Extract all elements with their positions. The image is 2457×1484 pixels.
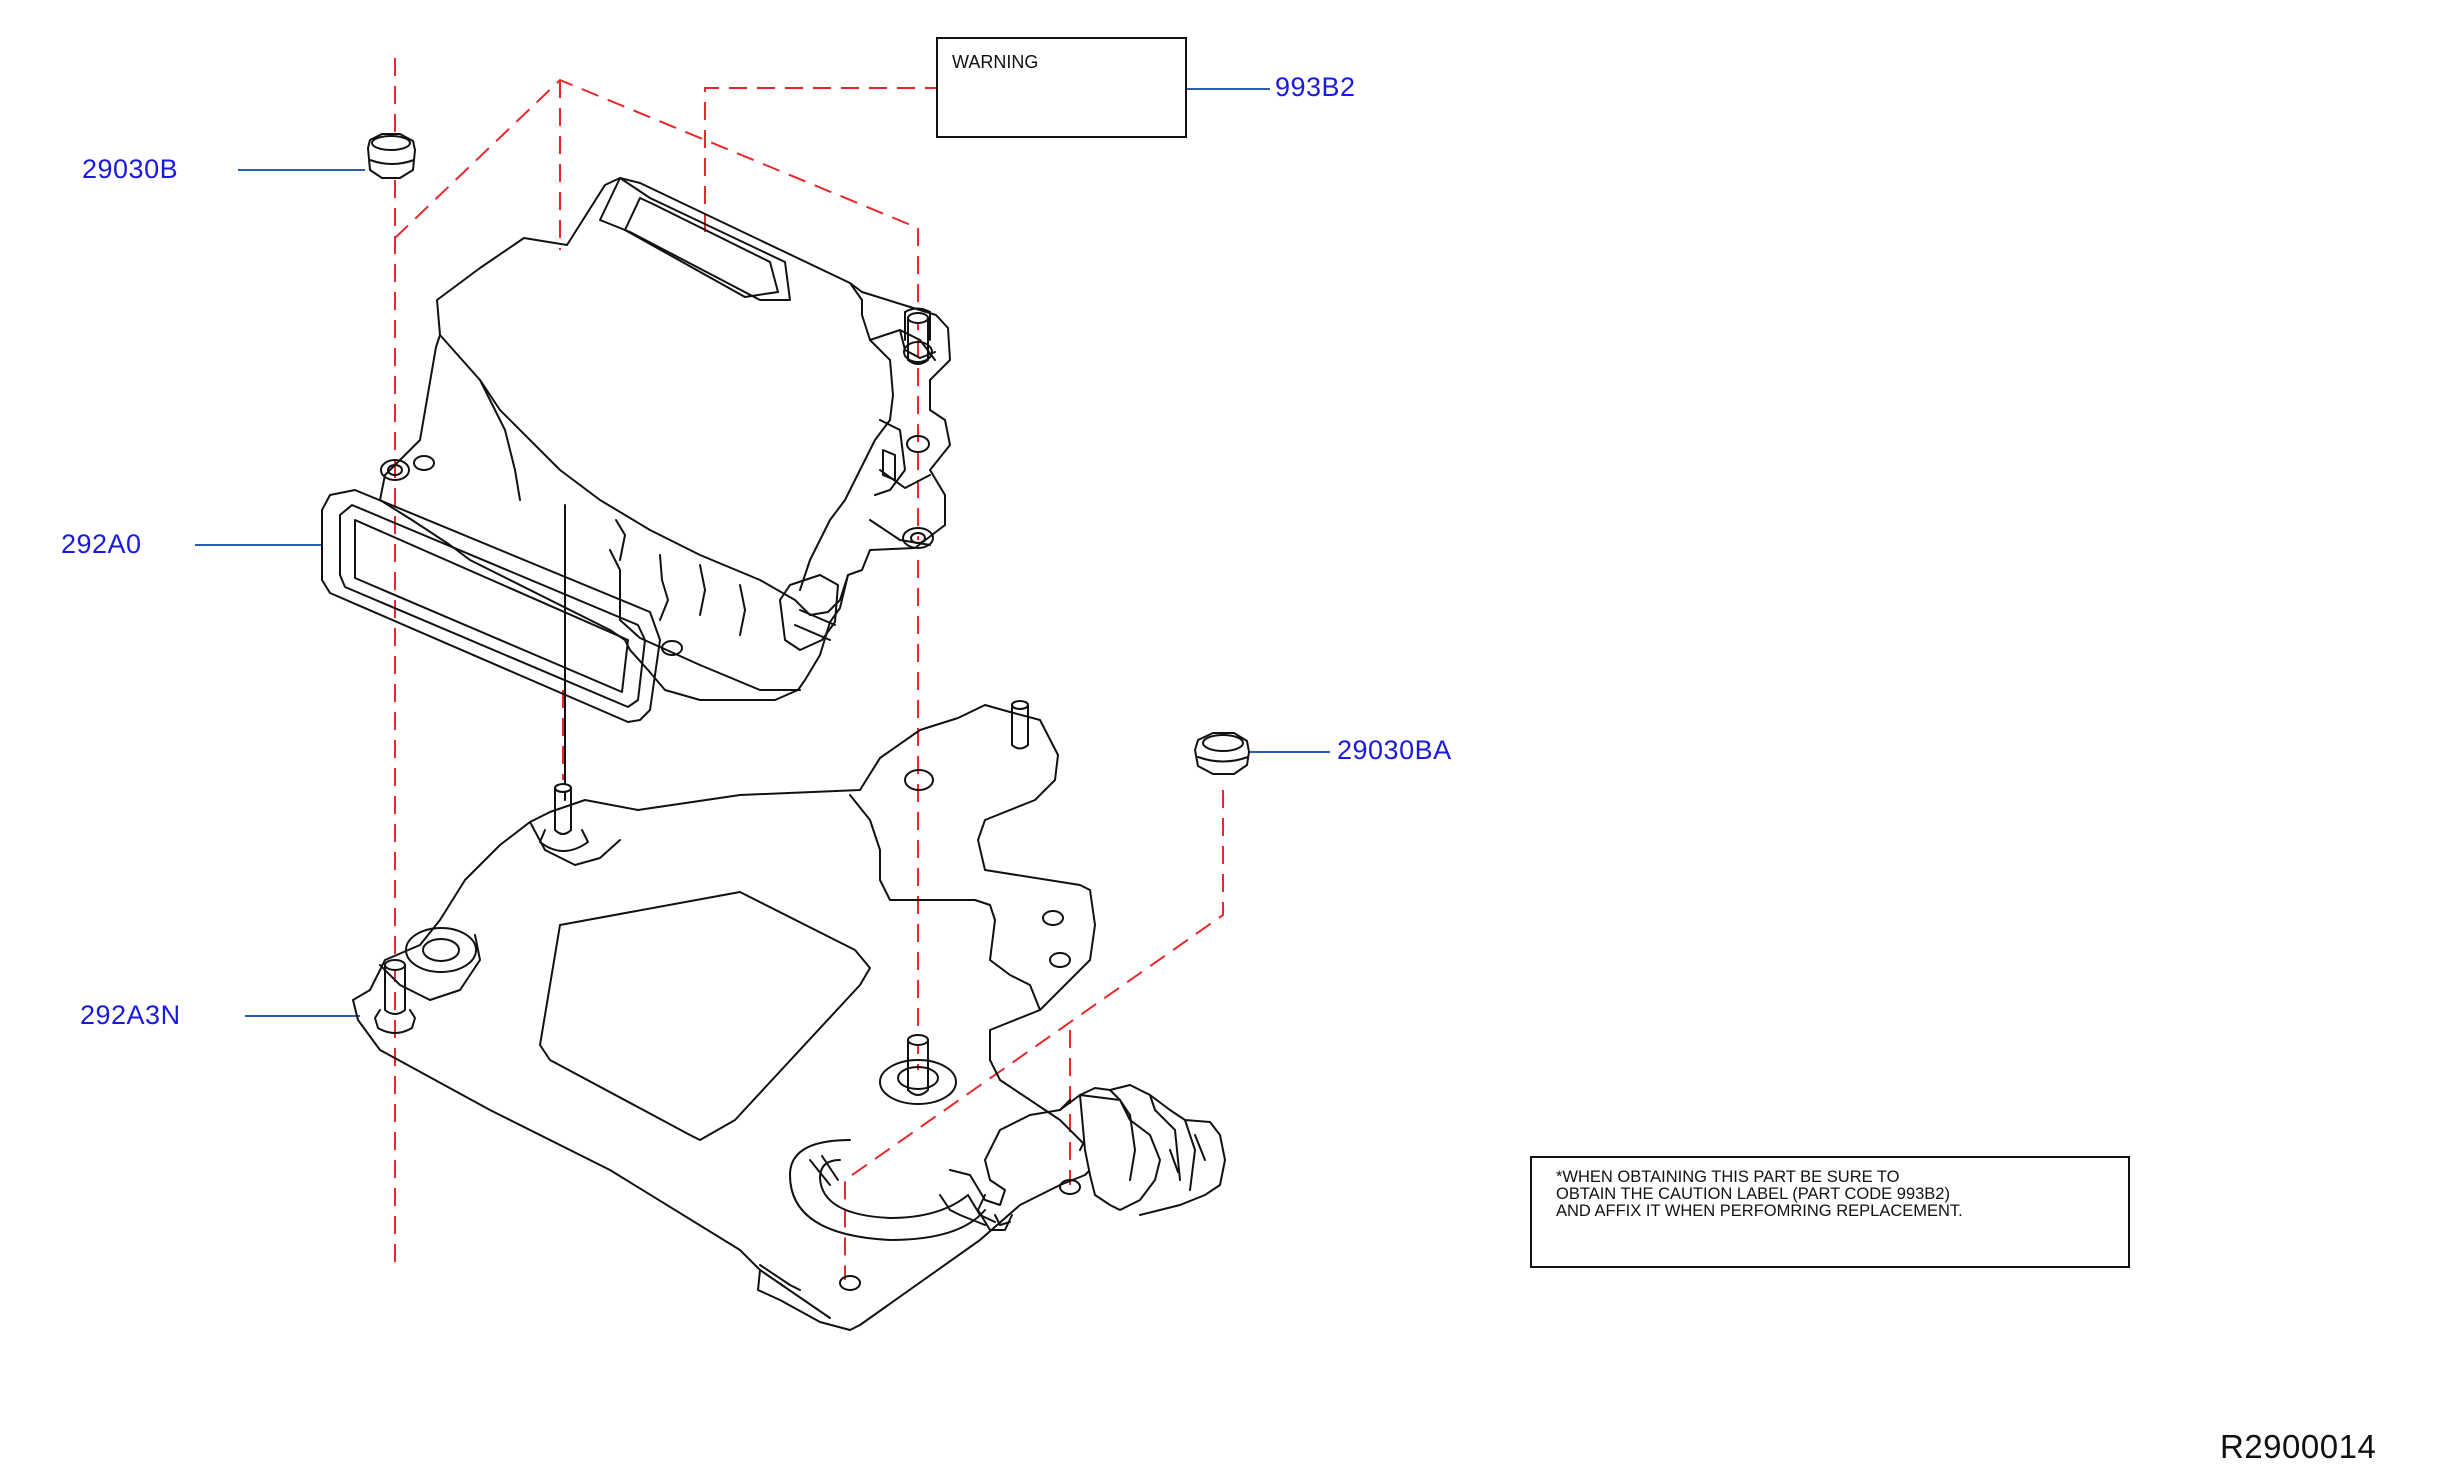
assembly-dashed-lines [394,58,1224,1280]
note-box [1530,1156,2130,1268]
warning-label-text: WARNING [952,52,1039,72]
connector-frame [321,489,661,723]
callout-leader-lines [195,88,1330,1017]
warning-label-box [936,37,1187,138]
bracket-292A3N [352,504,1101,1331]
stud-right-upper [1011,700,1029,750]
stud-left [374,959,416,1034]
caution-note: *WHEN OBTAINING THIS PART BE SURE TO OBT… [1556,1168,1963,1220]
drawing-code: R2900014 [2220,1428,2377,1465]
callout-29030BA: 29030BA [1337,735,1452,765]
callout-292A3N: 292A3N [80,1000,181,1030]
nut-29030BA [1194,732,1250,775]
stud-center-upper [539,783,589,852]
control-unit-292A0 [379,177,951,701]
callout-292A0: 292A0 [61,529,142,559]
callout-29030B: 29030B [82,154,179,184]
nut-29030B [367,133,416,179]
callout-993B2: 993B2 [1275,72,1356,102]
stud-center-lower [879,1034,957,1105]
wiring-harness [789,1084,1226,1241]
stud-unit-right [907,312,929,365]
